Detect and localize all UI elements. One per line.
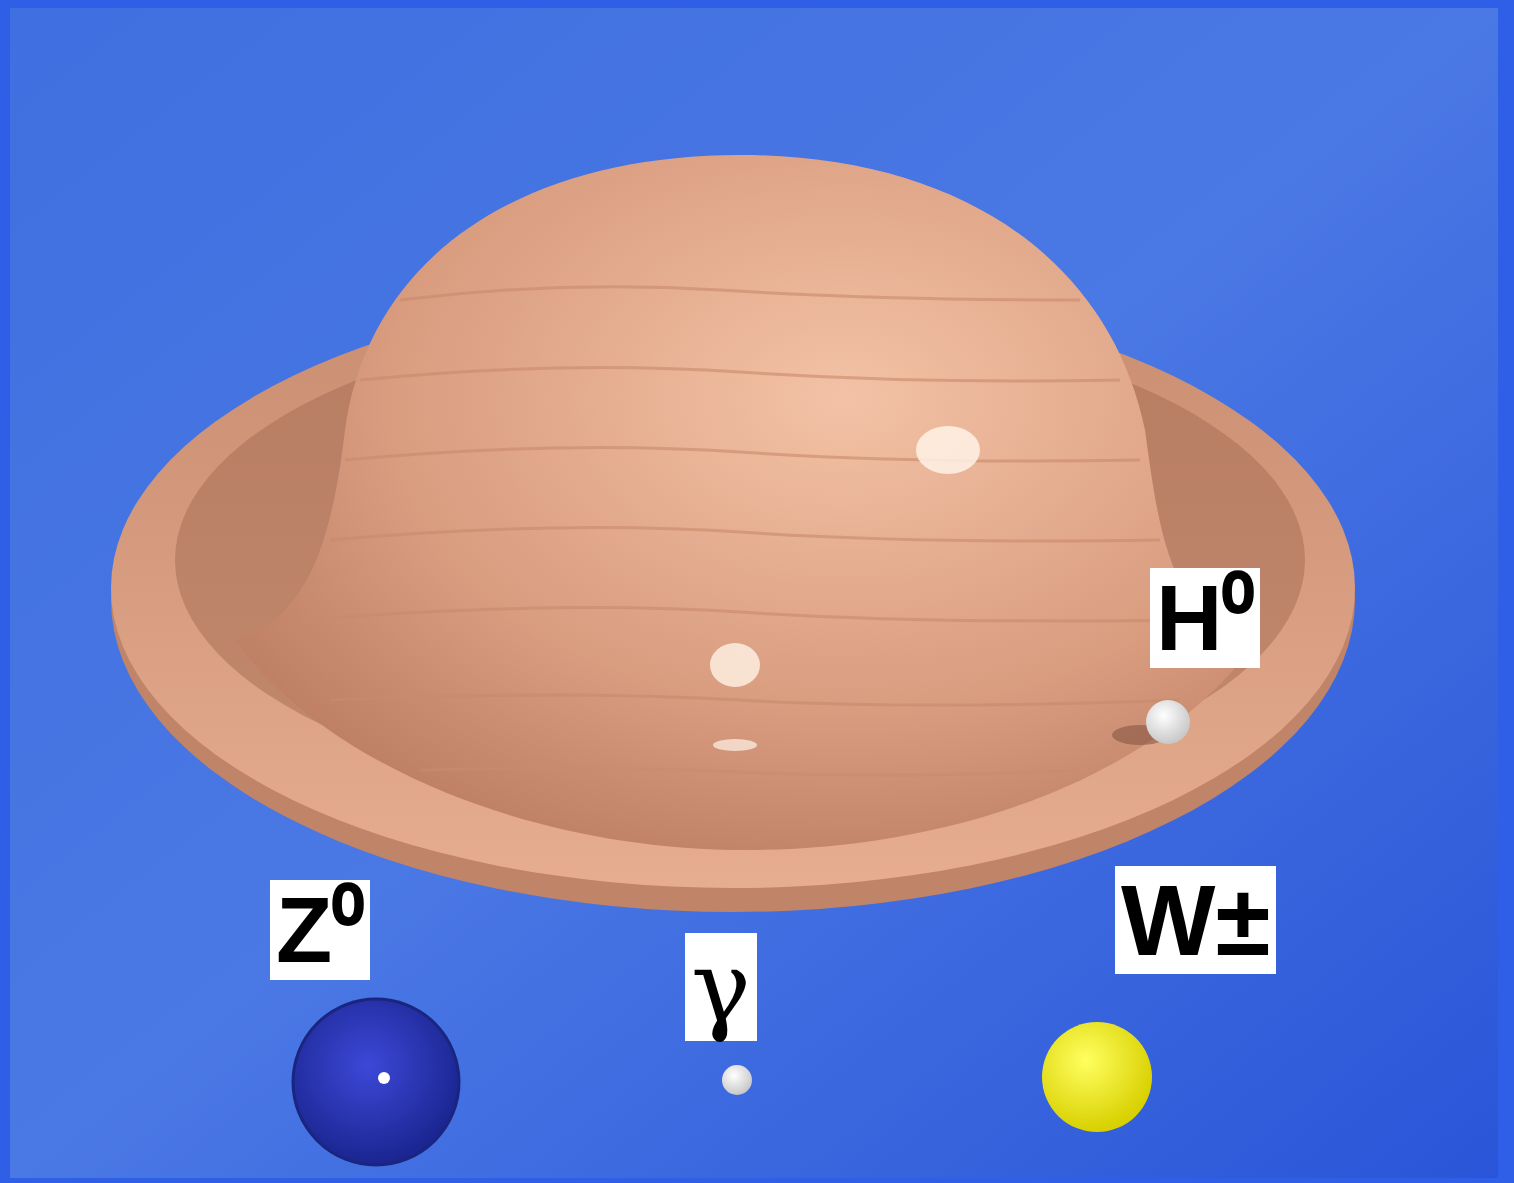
z-boson-label: Z⁰ [270, 880, 370, 980]
w-boson-label: W± [1115, 866, 1276, 974]
photon-label: γ [685, 933, 757, 1041]
higgs-label: H⁰ [1150, 568, 1260, 668]
